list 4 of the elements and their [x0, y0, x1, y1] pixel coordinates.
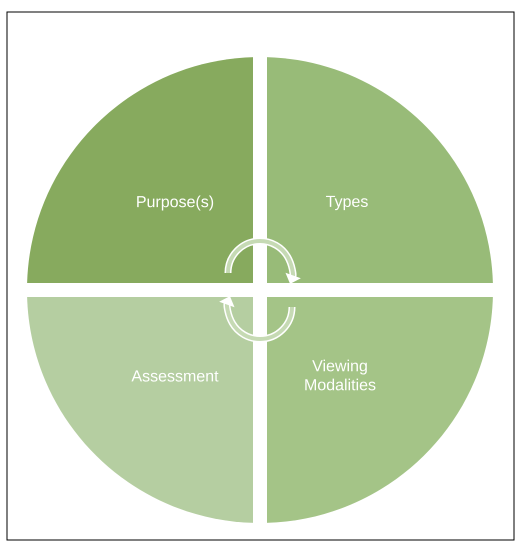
quadrant: Purpose(s) [27, 57, 253, 283]
quadrant: Types [267, 57, 493, 283]
quadrant: Assessment [27, 297, 253, 523]
quadrant: Viewing Modalities [267, 297, 493, 523]
